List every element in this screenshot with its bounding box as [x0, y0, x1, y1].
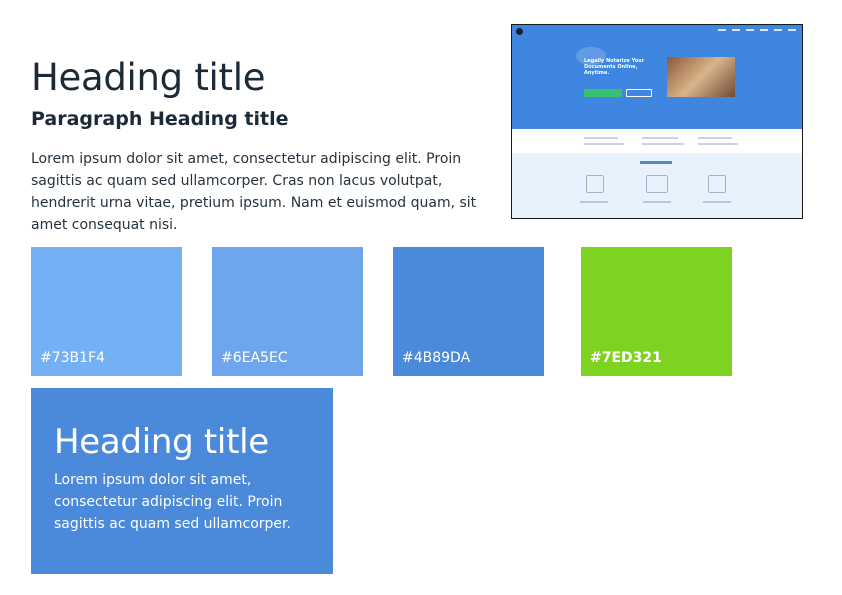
swatch-hex-label: #73B1F4 — [40, 350, 106, 366]
color-swatch-4b89da: #4B89DA — [393, 247, 544, 376]
website-preview-thumbnail: Legally Notarize Your Documents Online, … — [511, 24, 803, 219]
card-body-text: Lorem ipsum dolor sit amet, consectetur … — [54, 472, 291, 532]
color-swatch-6ea5ec: #6EA5EC — [212, 247, 363, 376]
color-swatch-73b1f4: #73B1F4 — [31, 247, 182, 376]
swatch-hex-label: #7ED321 — [590, 350, 662, 366]
preview-video-icon — [646, 175, 668, 193]
preview-cloud-icon — [576, 47, 606, 65]
preview-nav — [718, 29, 796, 31]
preview-hero-text: Legally Notarize Your Documents Online, … — [584, 58, 645, 76]
preview-hero: Legally Notarize Your Documents Online, … — [512, 25, 802, 129]
preview-how-it-works — [512, 153, 802, 218]
swatch-hex-label: #6EA5EC — [221, 350, 288, 366]
blue-heading-card: Heading title Lorem ipsum dolor sit amet… — [31, 388, 333, 574]
swatch-hex-label: #4B89DA — [402, 350, 471, 366]
preview-hero-photo — [667, 57, 735, 97]
body-paragraph: Lorem ipsum dolor sit amet, consectetur … — [31, 151, 477, 233]
preview-feature-strip — [512, 129, 802, 153]
preview-logo-icon — [516, 28, 523, 35]
preview-primary-button — [584, 89, 622, 97]
paragraph-heading-title: Paragraph Heading title — [31, 108, 289, 130]
heading-title: Heading title — [31, 56, 266, 99]
preview-section-title — [640, 161, 672, 164]
preview-signed-icon — [708, 175, 726, 193]
color-swatch-7ed321: #7ED321 — [581, 247, 732, 376]
preview-app-store-button — [626, 89, 652, 97]
card-heading-title: Heading title — [54, 422, 269, 462]
preview-document-icon — [586, 175, 604, 193]
